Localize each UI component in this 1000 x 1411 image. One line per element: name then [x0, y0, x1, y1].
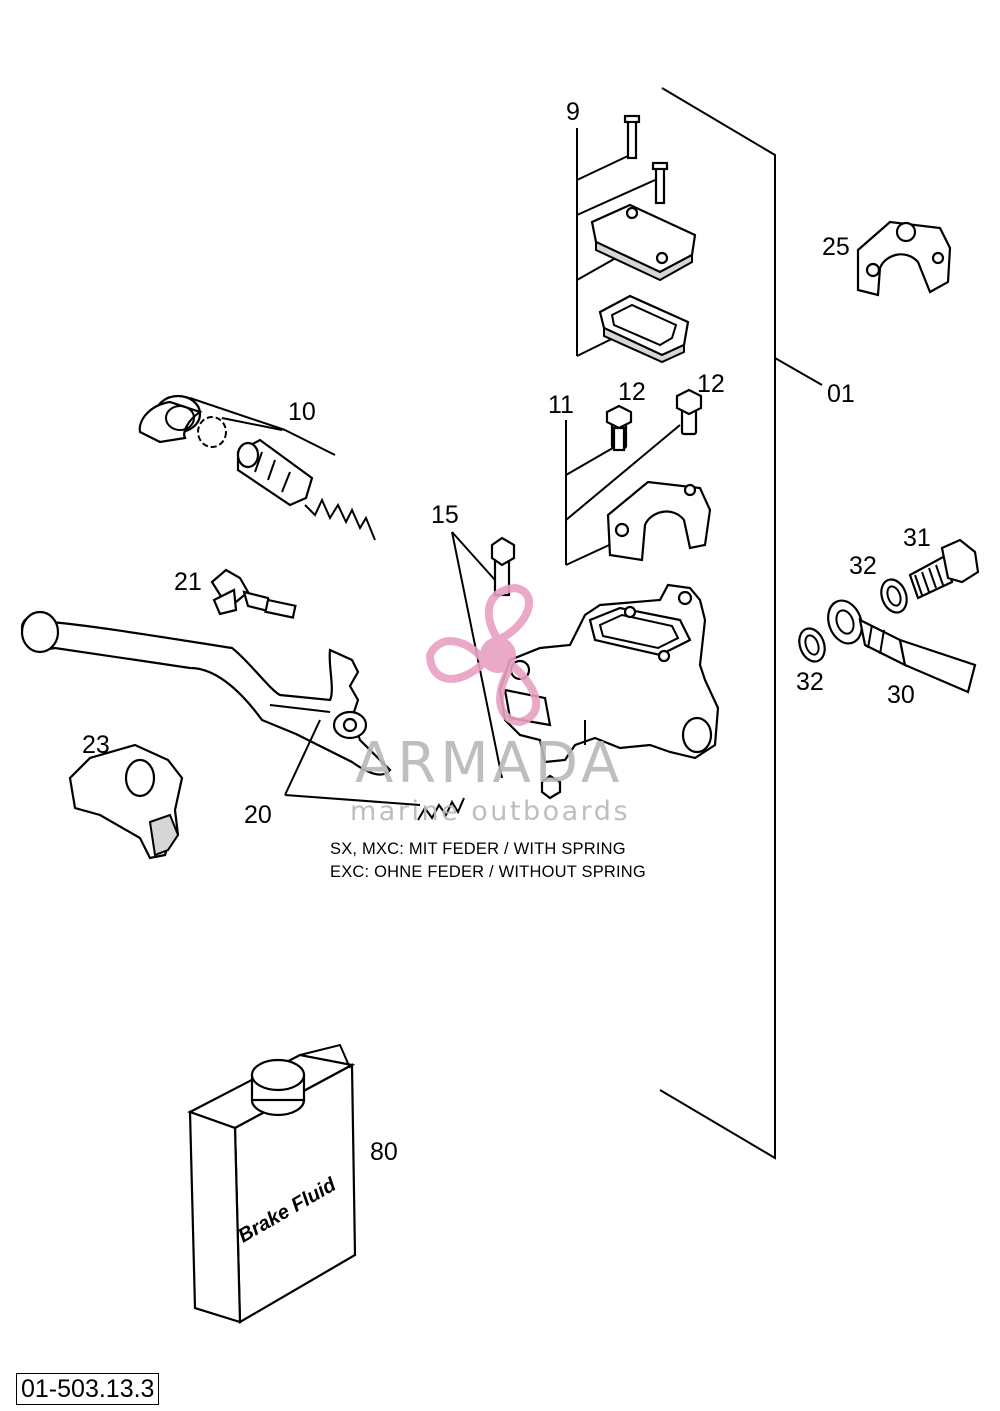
watermark-tagline: marine outboards — [350, 796, 630, 827]
sealing-washer — [798, 578, 908, 663]
callout-21: 21 — [174, 568, 202, 596]
banjo-bolt-31 — [908, 538, 980, 600]
group-9-bracket — [576, 128, 656, 357]
propeller-logo — [425, 583, 541, 727]
callout-9: 9 — [566, 98, 580, 126]
spring-note-line-1: SX, MXC: MIT FEDER / WITH SPRING — [330, 840, 626, 858]
reservoir-cover — [590, 203, 697, 282]
callout-15: 15 — [431, 501, 459, 529]
adjuster-21 — [210, 568, 297, 619]
callout-10: 10 — [288, 398, 316, 426]
callout-20: 20 — [244, 801, 272, 829]
cover-screw — [623, 114, 669, 205]
lever-spring — [417, 797, 465, 821]
watermark-brand: ARMADA — [355, 731, 623, 796]
callout-80: 80 — [370, 1138, 398, 1166]
piston-spring — [236, 438, 376, 541]
callout-labels: 9 25 01 10 11 12 12 15 21 31 32 32 30 23… — [82, 98, 931, 1166]
piston-boot — [138, 394, 203, 444]
callout-31: 31 — [903, 524, 931, 552]
callout-12b: 12 — [697, 370, 725, 398]
callout-32a: 32 — [849, 552, 877, 580]
callout-25: 25 — [822, 233, 850, 261]
reservoir-gasket — [598, 294, 690, 364]
callout-12a: 12 — [618, 378, 646, 406]
clamp-half-11 — [606, 480, 712, 562]
brake-hose-30 — [827, 599, 977, 694]
clamp-23 — [68, 743, 184, 860]
clamp-bolt — [605, 388, 703, 452]
armada-watermark: ARMADA marine outboards — [350, 583, 630, 827]
brake-fluid-bottle: Brake Fluid — [187, 1043, 357, 1324]
callout-32b: 32 — [796, 668, 824, 696]
circlip — [197, 416, 227, 448]
callout-11: 11 — [548, 391, 574, 419]
diagram-code: 01-503.13.3 — [16, 1373, 160, 1405]
clamp-25 — [856, 220, 952, 297]
callout-30: 30 — [887, 681, 915, 709]
callout-23: 23 — [82, 731, 110, 759]
assembly-bracket-01 — [659, 87, 823, 1160]
group-10-bracket — [189, 397, 336, 456]
spring-note-line-2: EXC: OHNE FEDER / WITHOUT SPRING — [330, 863, 646, 881]
brake-lever-20 — [20, 610, 421, 806]
callout-01: 01 — [827, 380, 855, 408]
